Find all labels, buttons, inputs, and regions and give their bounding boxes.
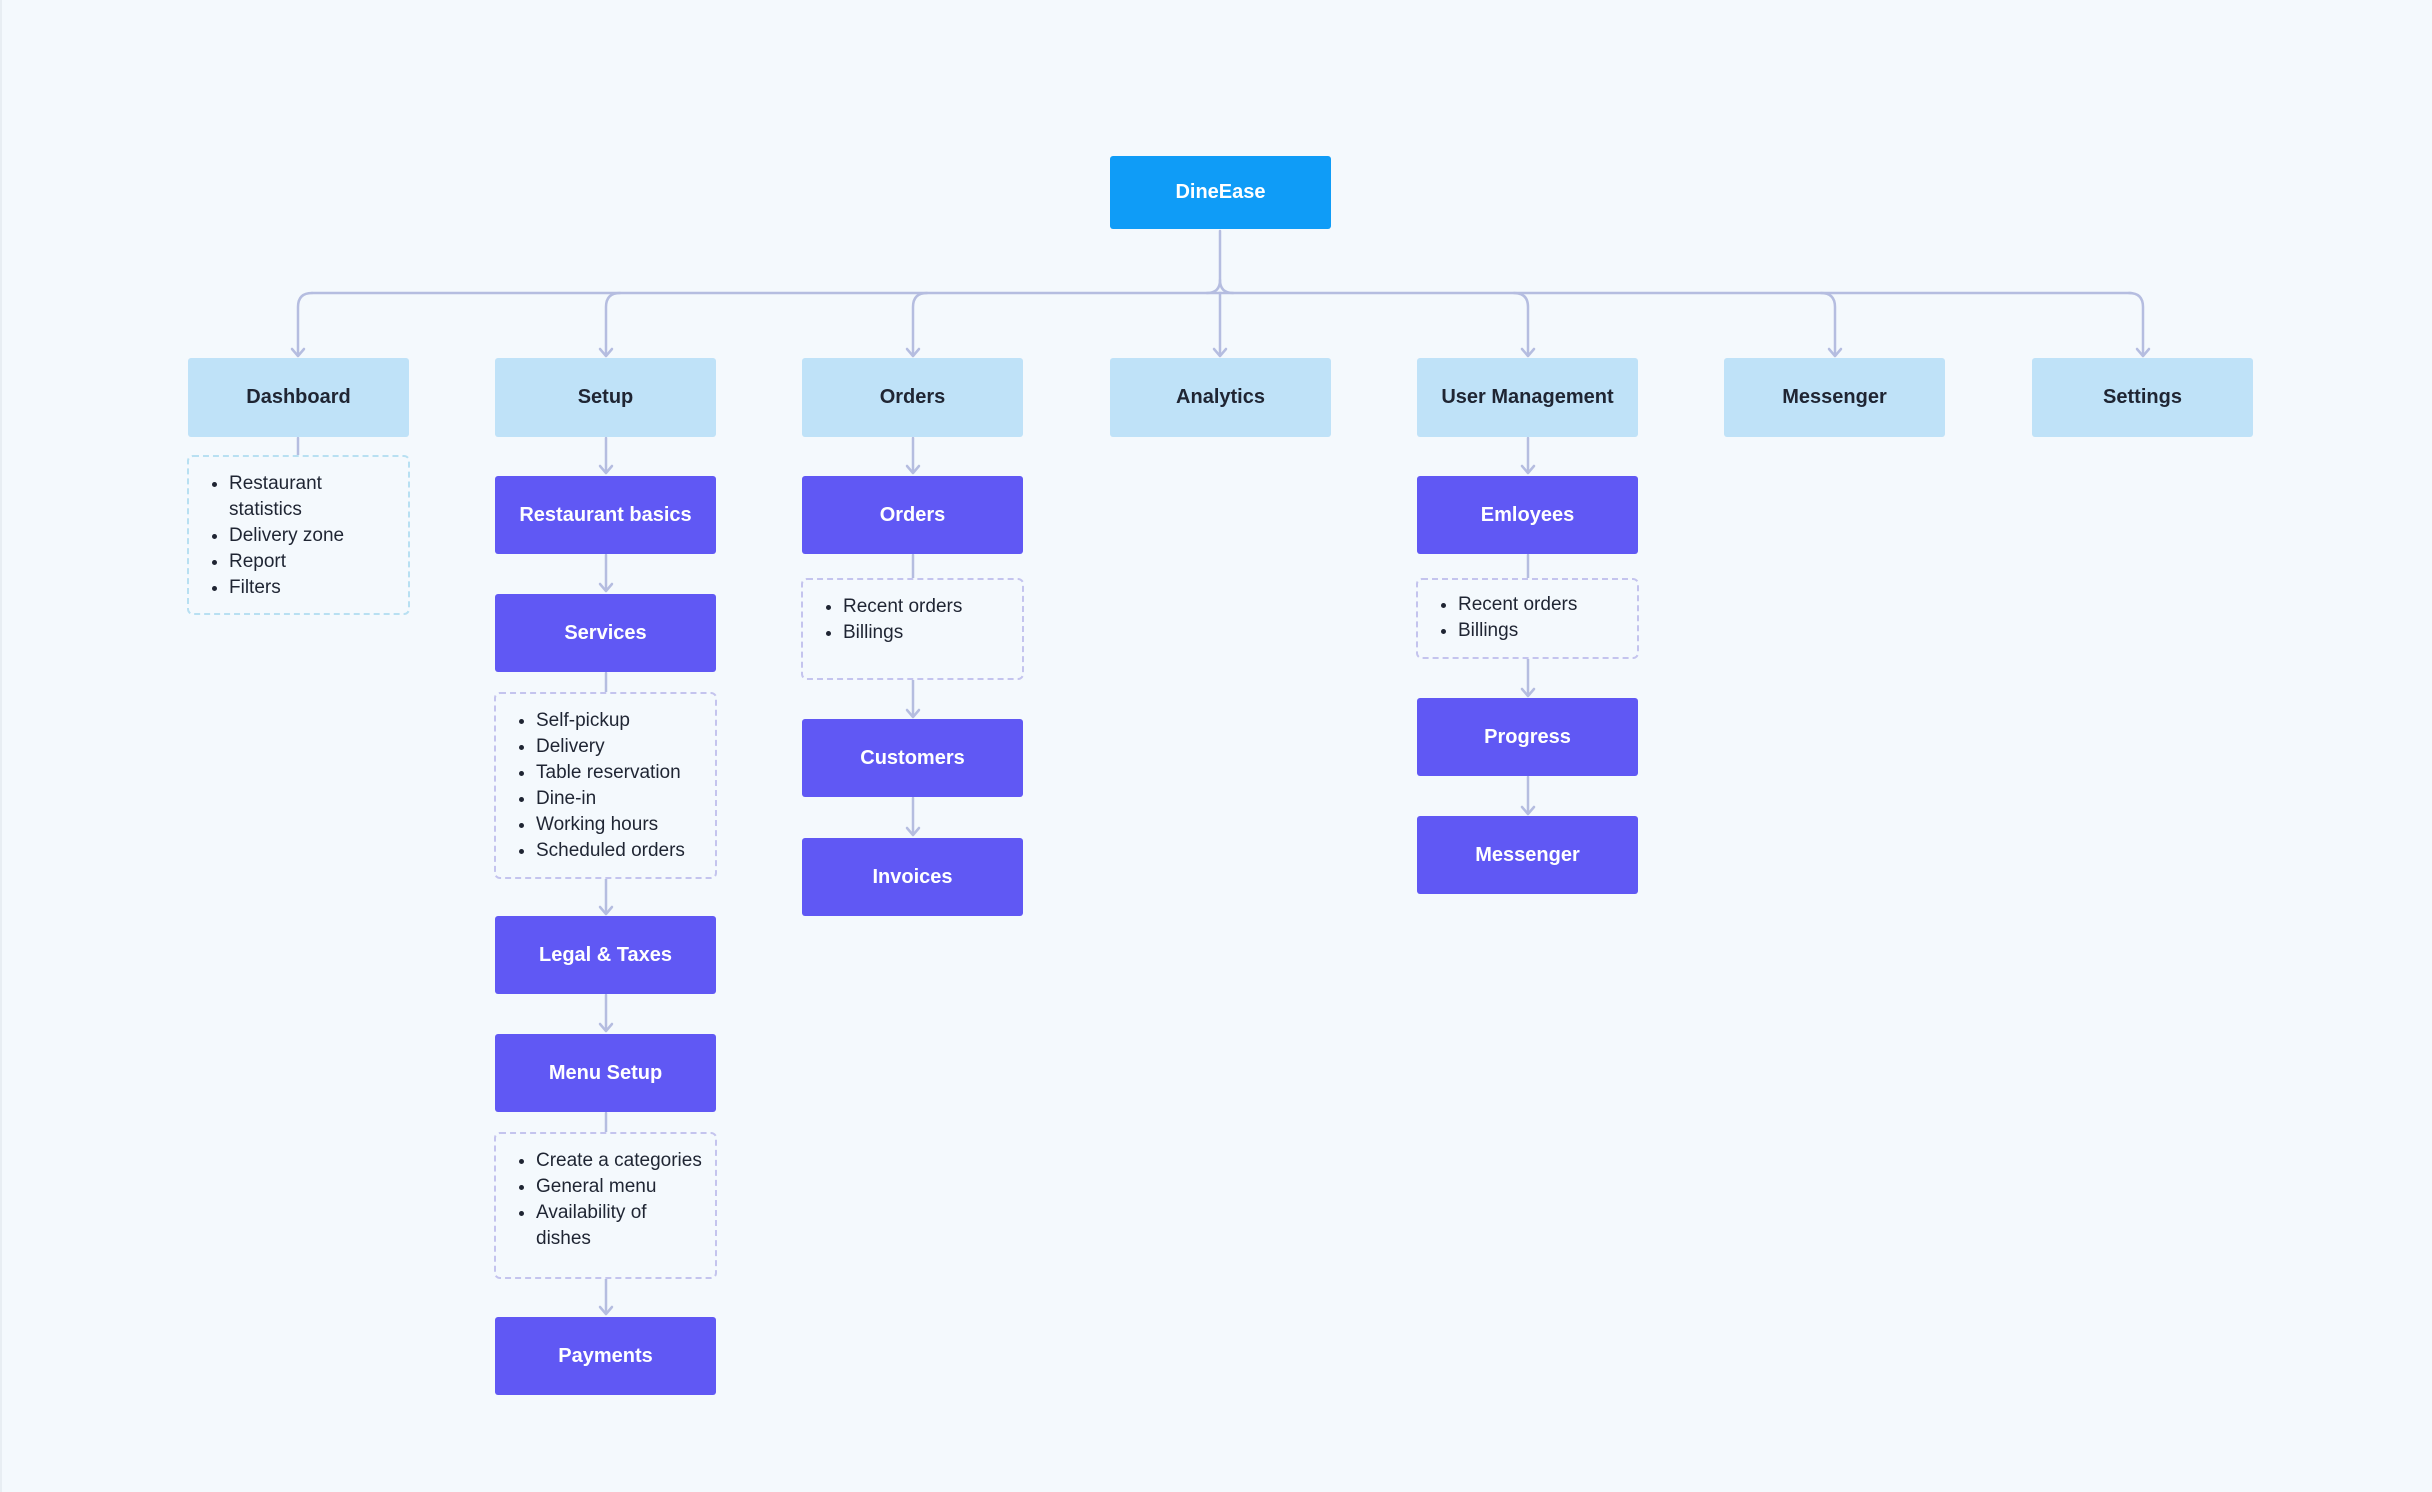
dashboard-notes: Restaurant statistics Delivery zone Repo… [187,455,410,615]
menu-setup-notes-list: Create a categories General menu Availab… [510,1148,705,1252]
services-notes-list: Self-pickup Delivery Table reservation D… [510,708,705,864]
node-label: Payments [558,1344,653,1367]
node-label: Messenger [1475,843,1580,866]
list-item: Scheduled orders [536,838,705,864]
arrowhead-customers [905,708,921,719]
node-label: Menu Setup [548,1061,663,1084]
category-label: Setup [577,386,634,408]
arrowhead-legal [598,905,614,916]
list-item: Working hours [536,812,705,838]
dashboard-notes-list: Restaurant statistics Delivery zone Repo… [203,471,398,601]
node-payments[interactable]: Payments [495,1317,716,1395]
list-item: Report [229,549,398,575]
connector-root-trunk [1218,229,1235,295]
arrowhead-um-messenger [1520,805,1536,816]
list-item: Create a categories [536,1148,705,1174]
connector-to-settings [2127,291,2145,357]
list-item: Dine-in [536,786,705,812]
category-label: Messenger [1782,386,1887,408]
node-label: Services [564,621,647,644]
node-label: Invoices [872,865,953,888]
category-label: Settings [2103,386,2182,408]
arrowhead-employees [1520,464,1536,475]
node-progress[interactable]: Progress [1417,698,1638,776]
list-item: Delivery zone [229,523,398,549]
arrowhead-messenger [1827,347,1843,358]
category-label: User Management [1441,386,1614,408]
list-item: Availability of dishes [536,1200,705,1252]
arrowhead-setup [598,347,614,358]
category-messenger[interactable]: Messenger [1724,358,1945,437]
arrowhead-menu [598,1022,614,1033]
category-label: Dashboard [246,386,351,408]
root-node-label: DineEase [1175,181,1266,203]
node-customers[interactable]: Customers [802,719,1023,797]
node-menu-setup[interactable]: Menu Setup [495,1034,716,1112]
arrowhead-settings [2135,347,2151,358]
node-restaurant-basics[interactable]: Restaurant basics [495,476,716,554]
arrowhead-orders-orders [905,464,921,475]
employees-notes-list: Recent orders Billings [1432,592,1627,644]
connector-to-dashboard [296,291,314,357]
node-legal-taxes[interactable]: Legal & Taxes [495,916,716,994]
category-setup[interactable]: Setup [495,358,716,437]
list-item: Restaurant statistics [229,471,398,523]
list-item: Recent orders [1458,592,1627,618]
node-label: Customers [860,746,965,769]
category-dashboard[interactable]: Dashboard [188,358,409,437]
node-label: Restaurant basics [519,503,692,526]
employees-notes: Recent orders Billings [1416,578,1639,659]
arrowhead-basics-services [598,582,614,593]
arrowhead-invoices [905,826,921,837]
arrowhead-setup-basics [598,464,614,475]
node-invoices[interactable]: Invoices [802,838,1023,916]
arrowhead-payments [598,1305,614,1316]
connector-to-user-management [1512,291,1530,357]
connector-to-messenger [1819,291,1837,357]
root-node-dineease[interactable]: DineEase [1110,156,1331,229]
menu-setup-notes: Create a categories General menu Availab… [494,1132,717,1279]
arrowhead-dashboard [290,347,306,358]
node-um-messenger[interactable]: Messenger [1417,816,1638,894]
node-label: Legal & Taxes [538,943,673,966]
connector-to-setup [604,291,622,357]
node-label: Progress [1484,725,1571,748]
node-services[interactable]: Services [495,594,716,672]
orders-notes-list: Recent orders Billings [817,594,1012,646]
list-item: Delivery [536,734,705,760]
node-orders[interactable]: Orders [802,476,1023,554]
arrowhead-progress [1520,687,1536,698]
list-item: Table reservation [536,760,705,786]
node-label: Emloyees [1480,503,1575,526]
list-item: Self-pickup [536,708,705,734]
category-label: Analytics [1176,386,1265,408]
category-user-management[interactable]: User Management [1417,358,1638,437]
arrowhead-user-management [1520,347,1536,358]
list-item: Billings [1458,618,1627,644]
list-item: Filters [229,575,398,601]
arrowhead-analytics [1212,347,1228,358]
node-employees[interactable]: Emloyees [1417,476,1638,554]
category-label: Orders [879,386,946,408]
arrowhead-orders [905,347,921,358]
category-settings[interactable]: Settings [2032,358,2253,437]
list-item: Billings [843,620,1012,646]
list-item: Recent orders [843,594,1012,620]
category-orders[interactable]: Orders [802,358,1023,437]
category-analytics[interactable]: Analytics [1110,358,1331,437]
connector-root-trunk-left [1205,278,1222,295]
services-notes: Self-pickup Delivery Table reservation D… [494,692,717,879]
node-label: Orders [879,503,946,526]
orders-notes: Recent orders Billings [801,578,1024,680]
connector-to-orders [911,291,929,357]
list-item: General menu [536,1174,705,1200]
